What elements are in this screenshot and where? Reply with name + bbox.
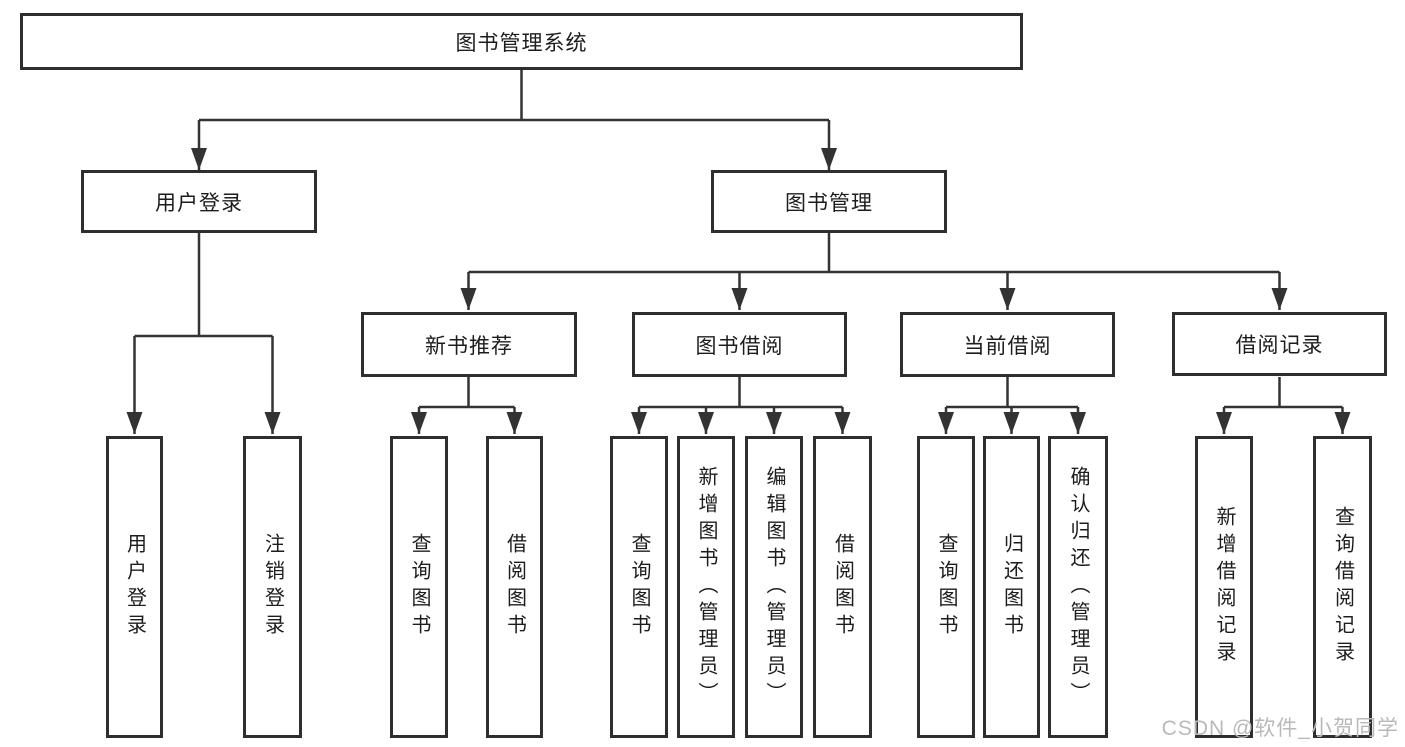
leaf-return-book: 归还图书 — [983, 436, 1040, 738]
csdn-watermark: CSDN @软件_小贺同学 — [1161, 717, 1399, 740]
leaf-borrow-query-book: 查询图书 — [610, 436, 668, 738]
node-user-login: 用户登录 — [81, 170, 317, 233]
leaf-confirm-return-admin: 确认归还（管理员） — [1048, 436, 1108, 738]
leaf-query-borrow-record: 查询借阅记录 — [1313, 436, 1372, 738]
leaf-recommend-query-book: 查询图书 — [390, 436, 448, 738]
connector-book-borrow-split — [639, 377, 843, 409]
connector-current-borrow-split — [946, 377, 1078, 409]
connector-root-split — [199, 70, 829, 122]
leaf-logout: 注销登录 — [243, 436, 302, 738]
node-book-borrow: 图书借阅 — [632, 312, 847, 377]
connector-new-book-split — [419, 377, 515, 409]
node-root-system: 图书管理系统 — [20, 13, 1023, 70]
node-new-book-recommend: 新书推荐 — [361, 312, 577, 377]
leaf-add-book-admin: 新增图书（管理员） — [677, 436, 735, 738]
leaf-borrow-book: 借阅图书 — [813, 436, 872, 738]
leaf-edit-book-admin: 编辑图书（管理员） — [745, 436, 803, 738]
leaf-current-query-book: 查询图书 — [917, 436, 975, 738]
leaf-add-borrow-record: 新增借阅记录 — [1195, 436, 1253, 738]
leaf-recommend-borrow-book: 借阅图书 — [486, 436, 543, 738]
leaf-user-login: 用户登录 — [106, 436, 163, 738]
connector-book-mgmt-split — [468, 233, 1280, 274]
node-borrow-records: 借阅记录 — [1172, 312, 1387, 376]
connector-borrow-records-split — [1224, 377, 1343, 409]
connector-user-login-split — [134, 233, 273, 338]
node-current-borrow: 当前借阅 — [900, 312, 1115, 377]
node-book-management: 图书管理 — [711, 170, 947, 233]
